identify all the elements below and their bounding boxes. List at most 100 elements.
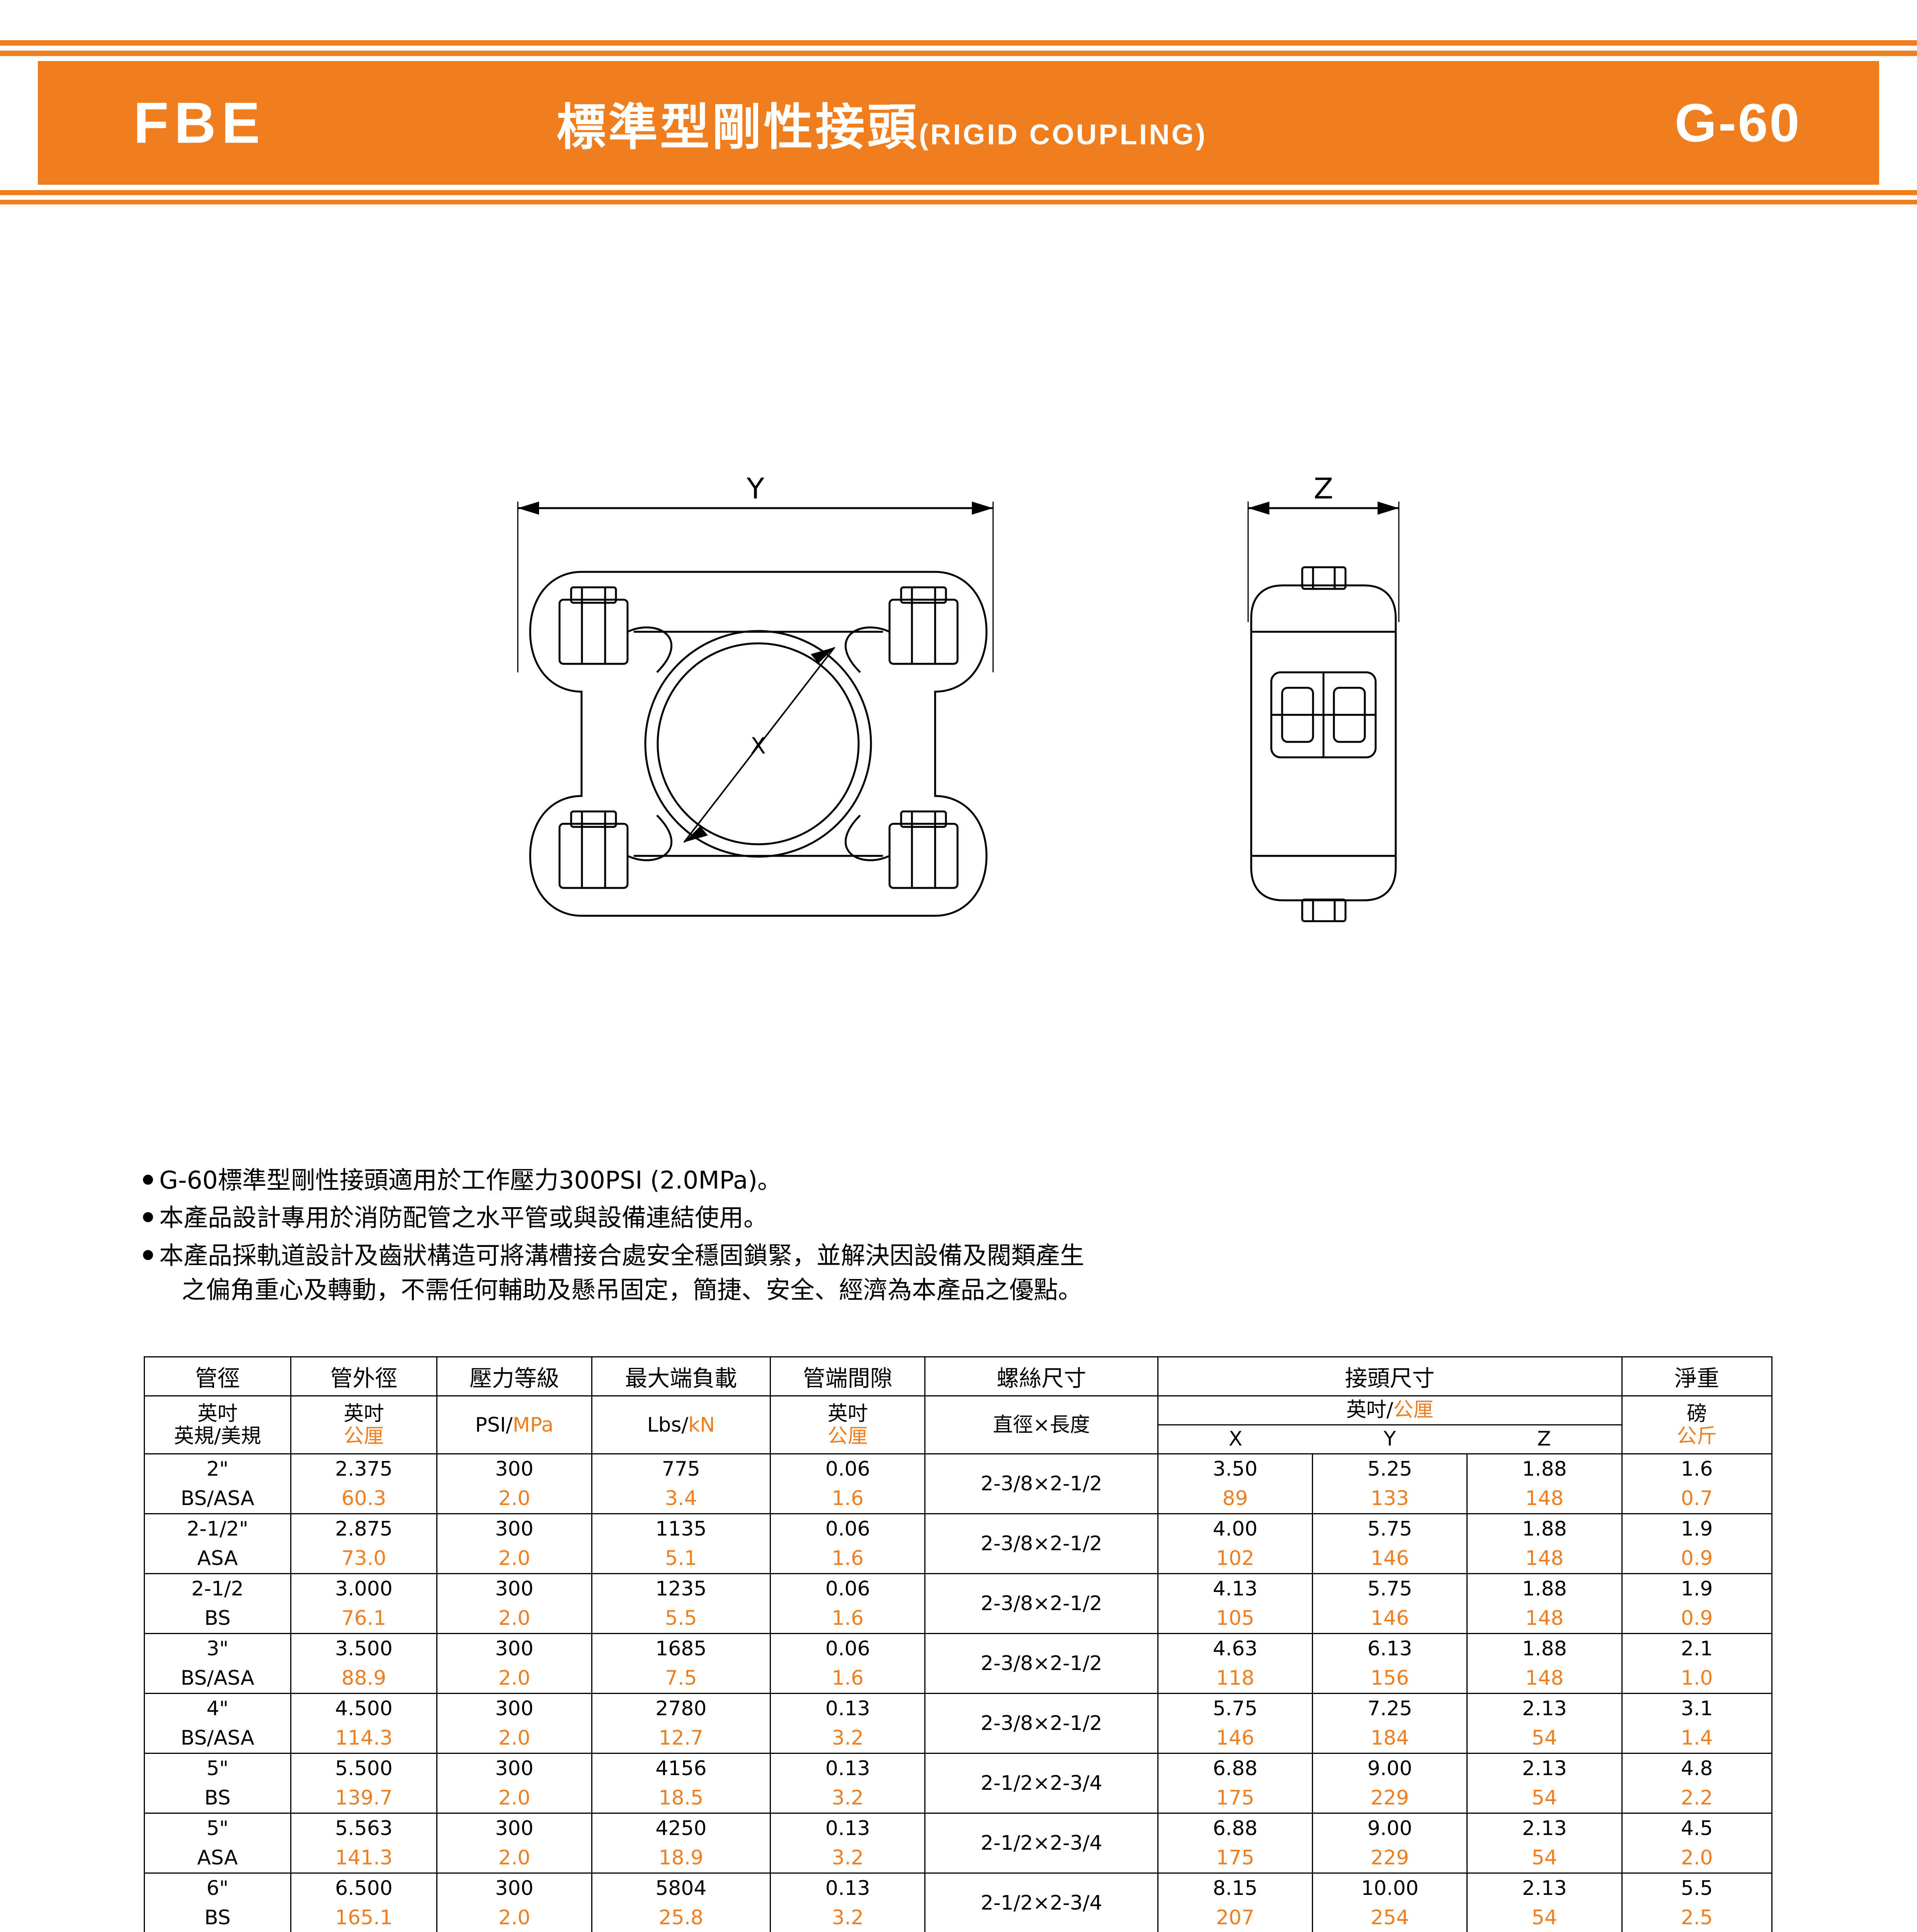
cell-od-mm: 114.3 (290, 1723, 438, 1754)
th-col-z: Z (1537, 1427, 1551, 1451)
cell-x-inch: 6.88 (1157, 1813, 1313, 1844)
th-screw-size: 螺絲尺寸 (924, 1356, 1158, 1396)
cell-y-mm: 156 (1312, 1663, 1468, 1694)
cell-x-mm: 175 (1157, 1783, 1313, 1814)
cell-weight-lb: 1.9 (1621, 1573, 1773, 1604)
product-notes: G-60標準型剛性接頭適用於工作壓力300PSI (2.0MPa)。 本產品設計… (143, 1163, 1785, 1311)
page-header: FBE 標準型剛性接頭(RIGID COUPLING) G-60 (0, 0, 1917, 204)
cell-weight-lb: 1.9 (1621, 1513, 1773, 1544)
cell-gap-mm: 1.6 (770, 1484, 926, 1515)
cell-pipe-size-inch: 3" (144, 1633, 291, 1664)
cell-pipe-standard: BS (144, 1783, 291, 1814)
cell-od-inch: 2.875 (290, 1513, 438, 1544)
cell-z-inch: 2.13 (1466, 1872, 1623, 1903)
th-coupling-inch: 英吋 (1346, 1398, 1386, 1422)
th-pipe-size: 管徑 (144, 1356, 291, 1396)
cell-od-inch: 3.500 (290, 1633, 438, 1664)
cell-load-kn: 25.8 (591, 1903, 771, 1932)
th-unit-slash: / (681, 1413, 689, 1437)
cell-x-inch: 4.63 (1157, 1633, 1313, 1664)
th-od-inch: 英吋 (344, 1402, 384, 1425)
cell-load-kn: 5.1 (591, 1544, 771, 1575)
cell-pressure-mpa: 2.0 (436, 1604, 592, 1634)
th-pipe-size-units: 英吋 英規/美規 (144, 1395, 291, 1455)
cell-load-kn: 18.9 (591, 1843, 771, 1874)
cell-pressure-mpa: 2.0 (436, 1663, 592, 1694)
cell-z-inch: 1.88 (1466, 1453, 1623, 1484)
cell-pipe-standard: BS (144, 1903, 291, 1932)
cell-load-lbs: 775 (591, 1453, 771, 1484)
cell-gap-mm: 3.2 (770, 1843, 926, 1874)
cell-y-inch: 6.13 (1312, 1633, 1468, 1664)
cell-screw-size: 2-3/8×2-1/2 (924, 1573, 1158, 1634)
th-gap-inch: 英吋 (827, 1402, 868, 1425)
cell-y-inch: 10.00 (1312, 1872, 1468, 1903)
cell-pressure-psi: 300 (436, 1513, 592, 1544)
header-banner: FBE 標準型剛性接頭(RIGID COUPLING) G-60 (0, 61, 1917, 185)
cell-od-inch: 5.500 (290, 1753, 438, 1784)
cell-screw-size: 2-1/2×2-3/4 (924, 1872, 1158, 1932)
cell-load-lbs: 1235 (591, 1573, 771, 1604)
page-title: 標準型剛性接頭(RIGID COUPLING) (556, 87, 1207, 159)
cell-gap-inch: 0.06 (770, 1633, 926, 1664)
cell-z-inch: 2.13 (1466, 1753, 1623, 1784)
cell-od-mm: 88.9 (290, 1663, 438, 1694)
th-screw-desc: 直徑×長度 (924, 1395, 1158, 1455)
cell-z-inch: 1.88 (1466, 1513, 1623, 1544)
th-load-lbs: Lbs (647, 1413, 682, 1437)
cell-pressure-mpa: 2.0 (436, 1843, 592, 1874)
cell-pipe-size-inch: 4" (144, 1693, 291, 1724)
cell-x-inch: 3.50 (1157, 1453, 1313, 1484)
th-weight-kg: 公斤 (1677, 1424, 1717, 1448)
cell-z-mm: 148 (1466, 1663, 1623, 1694)
th-od-mm: 公厘 (344, 1424, 384, 1448)
cell-screw-size: 2-1/2×2-3/4 (924, 1813, 1158, 1874)
header-banner-left-margin (0, 61, 38, 185)
dim-label-x: X (750, 733, 766, 759)
cell-load-lbs: 1135 (591, 1513, 771, 1544)
cell-gap-inch: 0.06 (770, 1573, 926, 1604)
product-drawing: Y Z X (0, 456, 1917, 958)
cell-od-inch: 2.375 (290, 1453, 438, 1484)
cell-y-mm: 146 (1312, 1544, 1468, 1575)
cell-y-inch: 9.00 (1312, 1753, 1468, 1784)
cell-pipe-size-inch: 2" (144, 1453, 291, 1484)
th-unit-slash: / (1386, 1398, 1393, 1422)
cell-y-inch: 5.25 (1312, 1453, 1468, 1484)
cell-pressure-psi: 300 (436, 1573, 592, 1604)
cell-load-lbs: 2780 (591, 1693, 771, 1724)
cell-y-mm: 229 (1312, 1783, 1468, 1814)
spec-table-wrap: 管徑 管外徑 壓力等級 最大端負載 管端間隙 螺絲尺寸 接頭尺寸 淨重 英吋 英… (144, 1356, 1773, 1932)
page-title-en: (RIGID COUPLING) (919, 118, 1207, 151)
cell-weight-kg: 1.4 (1621, 1723, 1773, 1754)
note-text: 本產品設計專用於消防配管之水平管或與設備連結使用。 (159, 1204, 768, 1232)
cell-load-kn: 3.4 (591, 1484, 771, 1515)
cell-z-inch: 1.88 (1466, 1633, 1623, 1664)
cell-weight-kg: 0.9 (1621, 1544, 1773, 1575)
cell-x-mm: 146 (1157, 1723, 1313, 1754)
cell-od-inch: 5.563 (290, 1813, 438, 1844)
cell-weight-lb: 4.8 (1621, 1753, 1773, 1784)
cell-z-mm: 54 (1466, 1723, 1623, 1754)
cell-od-mm: 141.3 (290, 1843, 438, 1874)
cell-weight-kg: 2.2 (1621, 1783, 1773, 1814)
cell-pressure-mpa: 2.0 (436, 1723, 592, 1754)
header-rule-bottom-1 (0, 190, 1917, 195)
cell-pipe-standard: BS (144, 1604, 291, 1634)
cell-screw-size: 2-3/8×2-1/2 (924, 1453, 1158, 1515)
dim-label-y: Y (746, 472, 764, 505)
cell-y-inch: 5.75 (1312, 1573, 1468, 1604)
th-load-kn: kN (688, 1413, 715, 1437)
cell-pipe-standard: BS/ASA (144, 1484, 291, 1515)
cell-weight-kg: 2.5 (1621, 1903, 1773, 1932)
